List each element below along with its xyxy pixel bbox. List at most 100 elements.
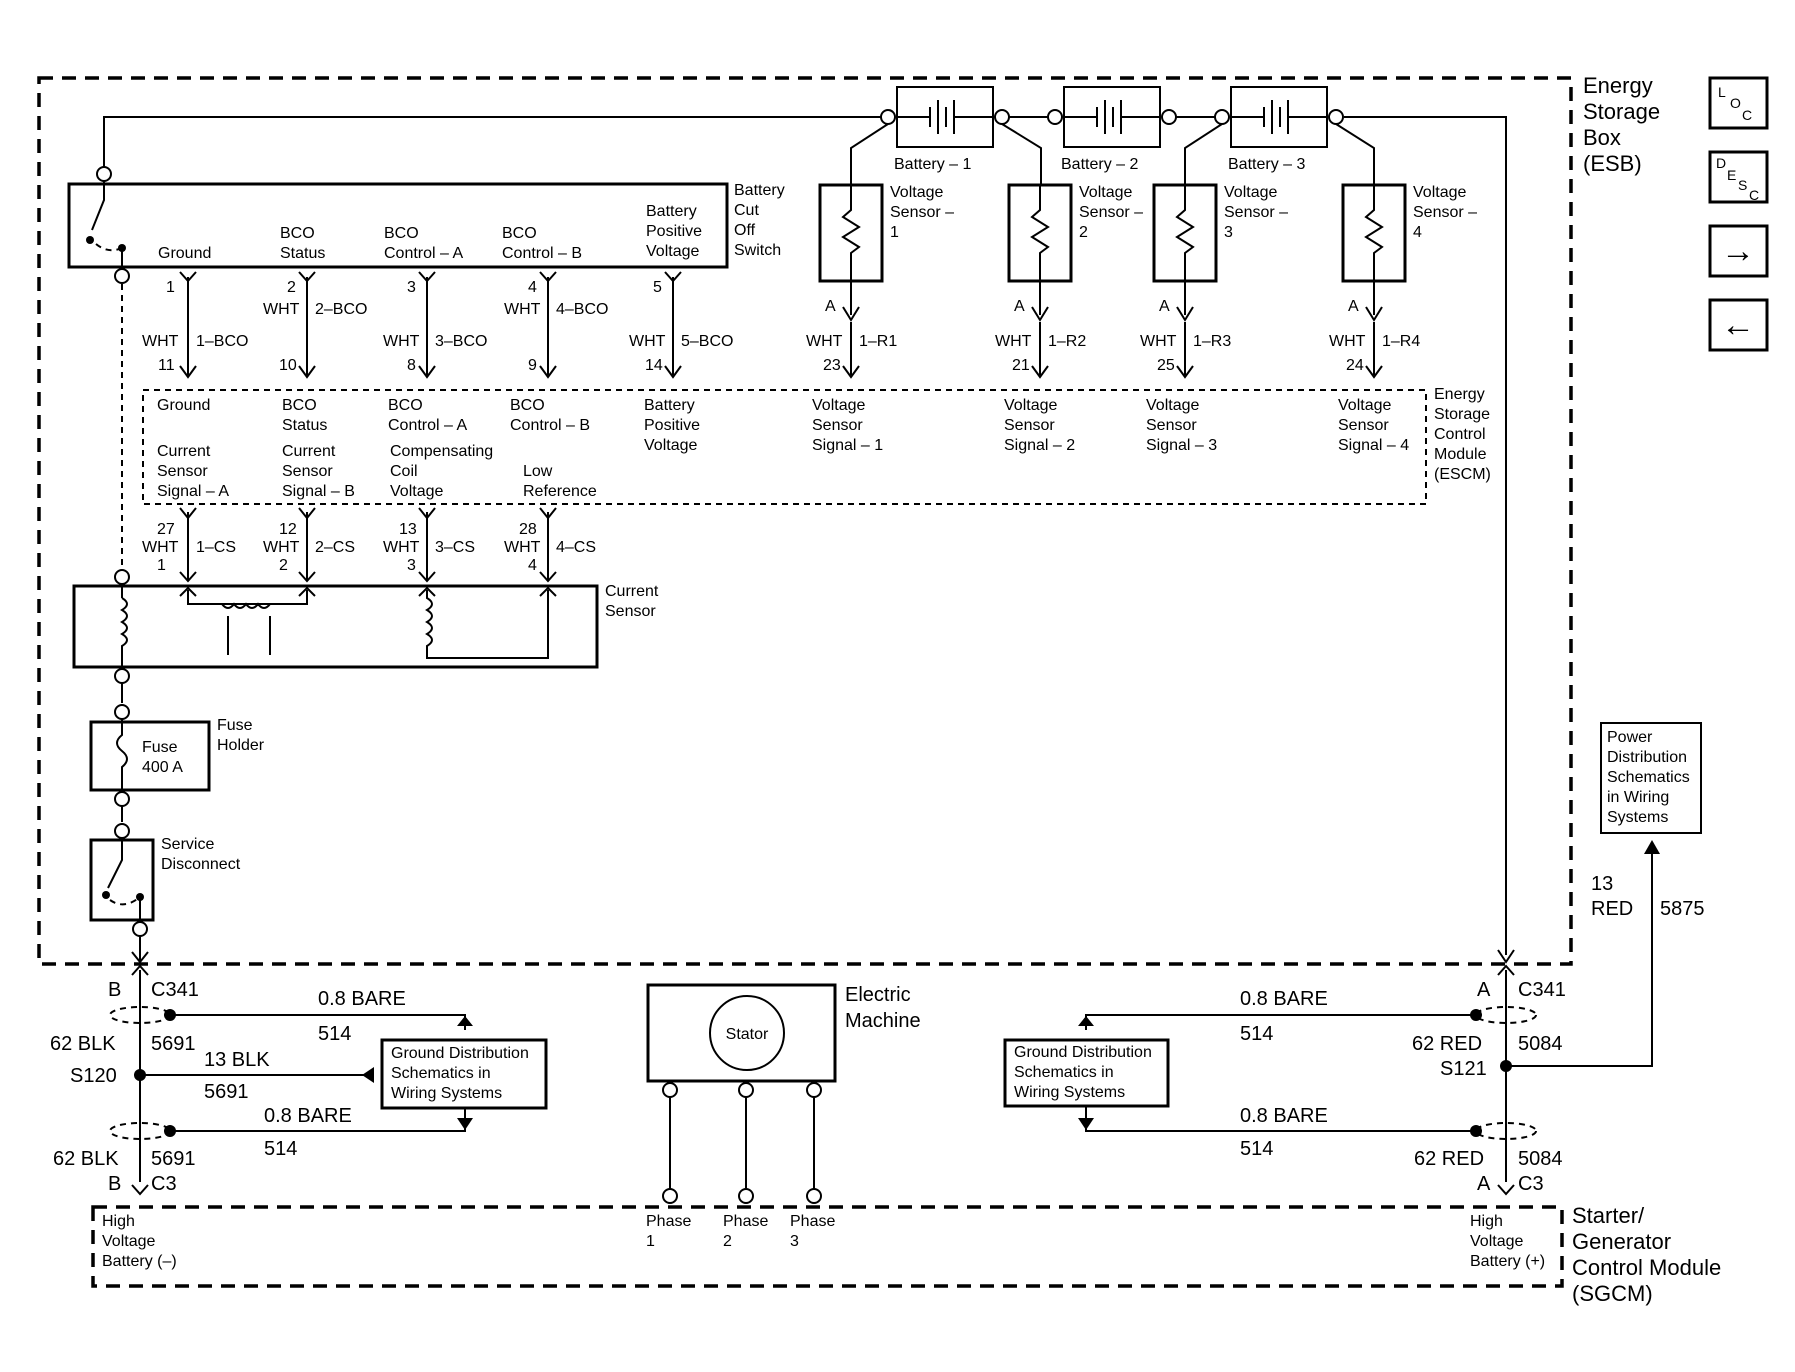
svg-text:Phase: Phase <box>723 1213 768 1230</box>
svg-text:Compensating: Compensating <box>390 443 493 460</box>
svg-text:WHT: WHT <box>142 333 179 350</box>
svg-text:Box: Box <box>1583 125 1621 150</box>
svg-text:1–R2: 1–R2 <box>1048 333 1086 350</box>
svg-text:13: 13 <box>1591 873 1613 895</box>
svg-text:S121: S121 <box>1440 1058 1487 1080</box>
svg-text:2: 2 <box>287 279 296 296</box>
svg-text:C: C <box>1742 107 1752 123</box>
svg-text:3–CS: 3–CS <box>435 539 475 556</box>
svg-text:Storage: Storage <box>1583 99 1660 124</box>
svg-text:Voltage: Voltage <box>1338 397 1391 414</box>
positive-harness: A C341 0.8 BARE 514 62 RED 5084 S121 Gro… <box>1003 964 1566 1196</box>
svg-text:A: A <box>1477 979 1491 1001</box>
svg-text:5–BCO: 5–BCO <box>681 333 733 350</box>
svg-text:62 RED: 62 RED <box>1412 1033 1482 1055</box>
svg-text:Control: Control <box>1434 426 1486 443</box>
svg-text:WHT: WHT <box>629 333 666 350</box>
svg-text:0.8 BARE: 0.8 BARE <box>1240 1105 1328 1127</box>
svg-text:2: 2 <box>723 1233 732 1250</box>
svg-text:Voltage: Voltage <box>1079 184 1132 201</box>
svg-text:Ground Distribution: Ground Distribution <box>1014 1044 1152 1061</box>
prev-arrow-icon: ← <box>1721 306 1755 344</box>
svg-text:Schematics in: Schematics in <box>391 1065 491 1082</box>
svg-text:Positive: Positive <box>646 223 702 240</box>
next-button[interactable]: → <box>1708 224 1769 278</box>
svg-text:Sensor –: Sensor – <box>1079 204 1143 221</box>
svg-text:62 BLK: 62 BLK <box>53 1148 119 1170</box>
svg-text:Schematics in: Schematics in <box>1014 1064 1114 1081</box>
svg-text:C3: C3 <box>1518 1173 1544 1195</box>
svg-text:Starter/: Starter/ <box>1572 1203 1645 1228</box>
svg-text:1: 1 <box>166 279 175 296</box>
svg-text:Sensor: Sensor <box>1338 417 1389 434</box>
svg-text:Voltage: Voltage <box>390 483 443 500</box>
svg-text:2: 2 <box>1079 224 1088 241</box>
svg-text:5691: 5691 <box>204 1081 249 1103</box>
svg-text:514: 514 <box>1240 1023 1273 1045</box>
escm-label: Energy Storage Control Module (ESCM) <box>1434 386 1491 483</box>
svg-text:A: A <box>825 298 836 315</box>
desc-button[interactable]: D E S C <box>1708 150 1769 204</box>
svg-text:Off: Off <box>734 222 756 239</box>
svg-text:Voltage: Voltage <box>1470 1233 1523 1250</box>
loc-icon: L <box>1718 84 1726 100</box>
escm-boundary <box>142 389 1427 505</box>
svg-text:(ESCM): (ESCM) <box>1434 466 1491 483</box>
svg-text:Battery: Battery <box>646 203 697 220</box>
svg-text:Signal – 2: Signal – 2 <box>1004 437 1075 454</box>
svg-text:BCO: BCO <box>280 225 315 242</box>
current-sensor-wires: 27 WHT 1–CS 1 12 WHT 2–CS 2 13 WHT 3–CS … <box>142 507 596 583</box>
svg-text:Energy: Energy <box>1434 386 1485 403</box>
svg-text:0.8 BARE: 0.8 BARE <box>318 988 406 1010</box>
next-arrow-icon: → <box>1721 232 1755 270</box>
svg-text:Status: Status <box>282 417 327 434</box>
svg-text:Sensor –: Sensor – <box>1224 204 1288 221</box>
svg-text:3–BCO: 3–BCO <box>435 333 487 350</box>
svg-text:Module: Module <box>1434 446 1487 463</box>
svg-text:Control – A: Control – A <box>388 417 467 434</box>
svg-text:Storage: Storage <box>1434 406 1490 423</box>
svg-text:BCO: BCO <box>282 397 317 414</box>
service-disconnect: Service Disconnect <box>89 836 241 922</box>
desc-icon: D <box>1716 155 1726 171</box>
svg-text:3: 3 <box>1224 224 1233 241</box>
electric-machine: Stator Electric Machine <box>646 983 921 1204</box>
svg-text:Energy: Energy <box>1583 73 1653 98</box>
svg-text:BCO: BCO <box>388 397 423 414</box>
svg-text:9: 9 <box>528 357 537 374</box>
svg-text:BCO: BCO <box>502 225 537 242</box>
svg-text:High: High <box>102 1213 135 1230</box>
svg-text:C: C <box>1749 187 1759 203</box>
svg-text:WHT: WHT <box>383 539 420 556</box>
loc-button[interactable]: L O C <box>1708 76 1769 130</box>
svg-text:Voltage: Voltage <box>1004 397 1057 414</box>
svg-text:WHT: WHT <box>263 539 300 556</box>
svg-text:Voltage: Voltage <box>890 184 943 201</box>
battery-3: Battery – 3 <box>1214 86 1344 173</box>
svg-text:(ESB): (ESB) <box>1583 151 1642 176</box>
svg-text:514: 514 <box>264 1138 297 1160</box>
svg-text:12: 12 <box>279 521 297 538</box>
svg-text:25: 25 <box>1157 357 1175 374</box>
svg-text:O: O <box>1730 95 1741 111</box>
svg-text:WHT: WHT <box>263 301 300 318</box>
svg-text:514: 514 <box>318 1023 351 1045</box>
svg-text:514: 514 <box>1240 1138 1273 1160</box>
svg-text:Sensor: Sensor <box>157 463 208 480</box>
power-distribution-ref: Power Distribution Schematics in Wiring … <box>1506 722 1705 1067</box>
svg-text:4: 4 <box>1413 224 1422 241</box>
svg-text:4–CS: 4–CS <box>556 539 596 556</box>
svg-text:A: A <box>1348 298 1359 315</box>
svg-text:Voltage: Voltage <box>1146 397 1199 414</box>
svg-text:Voltage: Voltage <box>1224 184 1277 201</box>
esb-label: Energy Storage Box (ESB) <box>1583 73 1660 176</box>
prev-button[interactable]: ← <box>1708 298 1769 352</box>
battery-2: Battery – 2 <box>1047 86 1177 173</box>
svg-text:Power: Power <box>1607 729 1653 746</box>
svg-text:WHT: WHT <box>1329 333 1366 350</box>
fuse-holder: Fuse 400 A Fuse Holder <box>89 717 265 792</box>
escm-pin-labels: Ground BCO Status BCO Control – A BCO Co… <box>157 397 1409 500</box>
svg-text:3: 3 <box>407 279 416 296</box>
svg-text:Battery: Battery <box>644 397 695 414</box>
